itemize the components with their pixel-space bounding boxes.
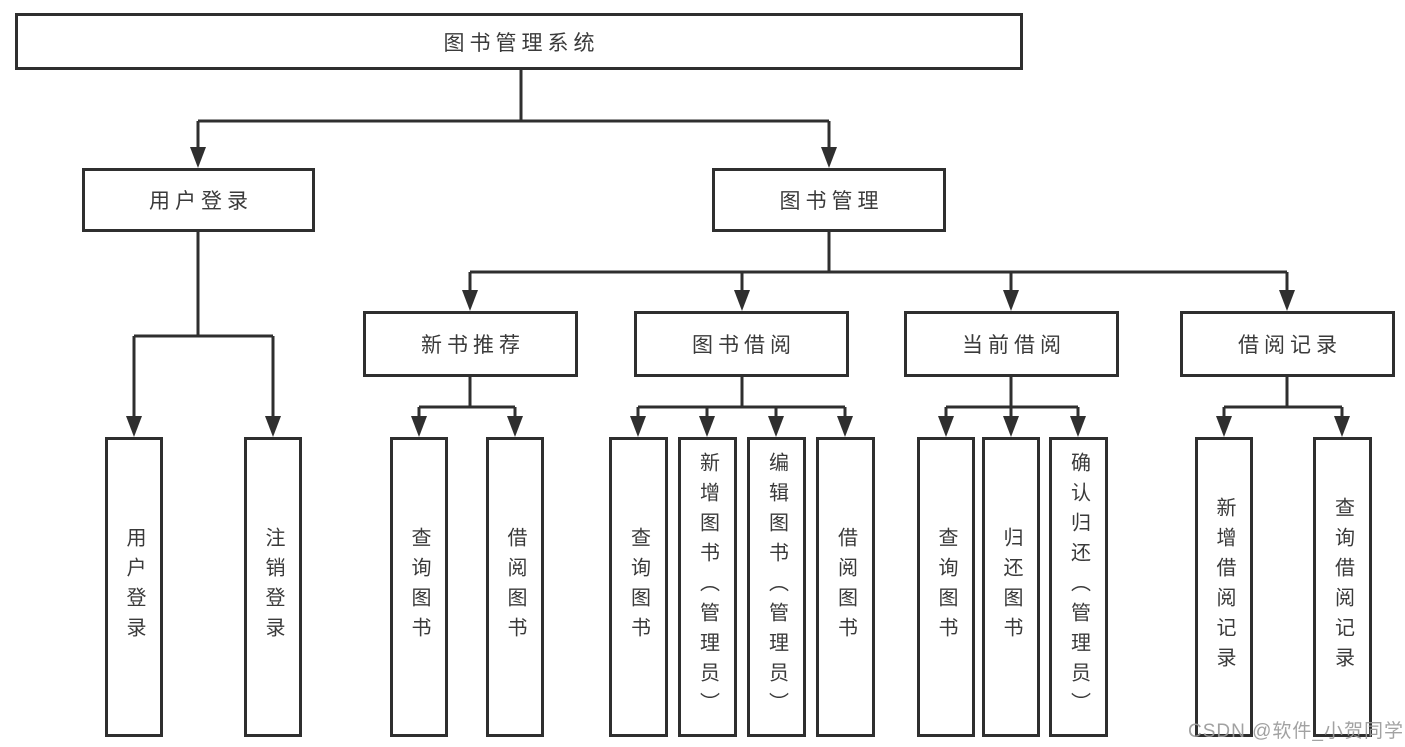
leaf-query-books-borrow: 查询图书 [609, 437, 668, 737]
connector-arrowheads [126, 147, 1350, 437]
node-new-book-recommend: 新书推荐 [363, 311, 578, 377]
node-user-login: 用户登录 [82, 168, 315, 232]
leaf-borrow-books: 借阅图书 [816, 437, 875, 737]
node-book-borrow: 图书借阅 [634, 311, 849, 377]
leaf-query-books-current: 查询图书 [917, 437, 975, 737]
csdn-watermark: CSDN @软件_小贺同学 [1188, 721, 1404, 742]
leaf-edit-book-admin: 编辑图书（管理员） [747, 437, 806, 737]
leaf-user-login: 用户登录 [105, 437, 163, 737]
leaf-logout: 注销登录 [244, 437, 302, 737]
node-current-borrow: 当前借阅 [904, 311, 1119, 377]
leaf-confirm-return-admin: 确认归还（管理员） [1049, 437, 1108, 737]
leaf-borrow-books-recommend: 借阅图书 [486, 437, 544, 737]
node-book-management: 图书管理 [712, 168, 946, 232]
leaf-add-borrow-record: 新增借阅记录 [1195, 437, 1253, 737]
node-root-system: 图书管理系统 [15, 13, 1023, 70]
node-borrow-records: 借阅记录 [1180, 311, 1395, 377]
leaf-add-book-admin: 新增图书（管理员） [678, 437, 737, 737]
connector-strokes [132, 70, 1344, 420]
leaf-query-books-recommend: 查询图书 [390, 437, 448, 737]
leaf-query-borrow-record: 查询借阅记录 [1313, 437, 1372, 737]
leaf-return-book: 归还图书 [982, 437, 1040, 737]
